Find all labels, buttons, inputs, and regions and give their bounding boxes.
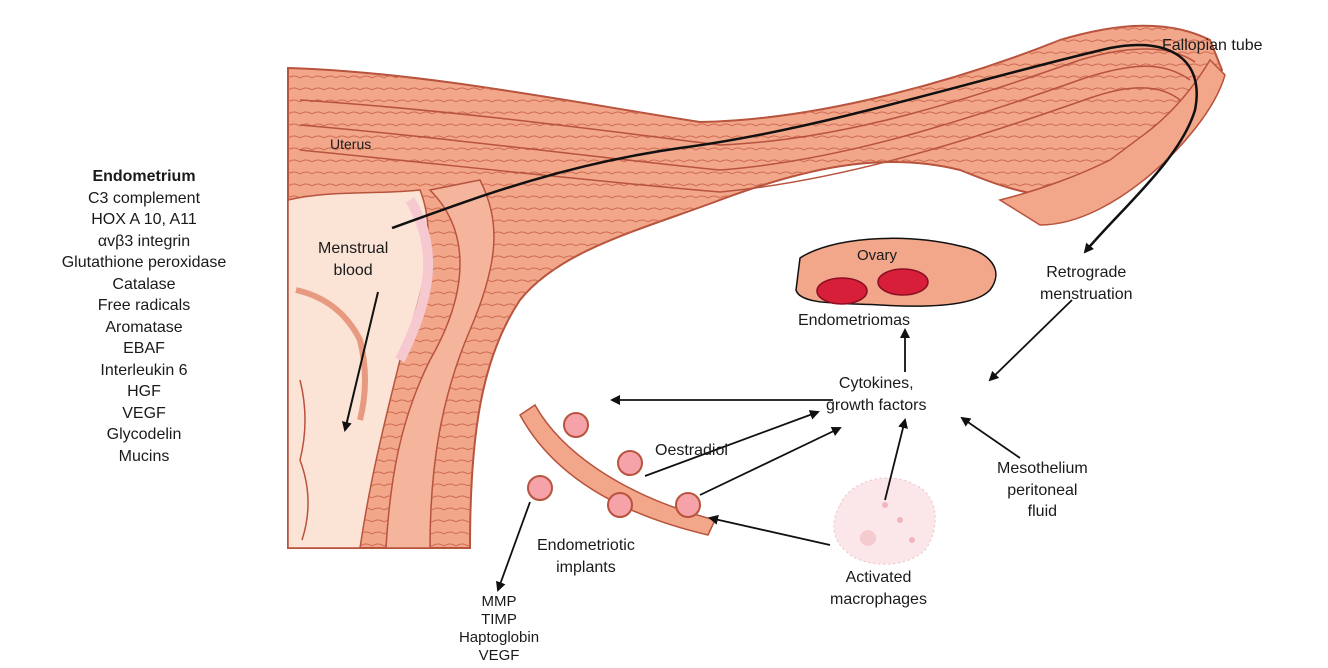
list-item: Glycodelin [8,424,280,446]
fallopian-tube-label: Fallopian tube [1162,36,1263,56]
implant-cell [676,493,700,517]
list-item: TIMP [424,611,574,629]
endometrioma-cyst [817,278,867,304]
retrograde-menstruation-label: Retrograde menstruation [1040,262,1133,305]
implant-cell [528,476,552,500]
endometriomas-label: Endometriomas [798,311,910,331]
menstrual-blood-label: Menstrual blood [318,238,388,281]
endometrium-heading: Endometrium [8,166,280,188]
oestradiol-label: Oestradiol [655,441,728,461]
list-item: HGF [8,381,280,403]
activated-macrophages-label: Activated macrophages [830,567,927,610]
list-item: Haptoglobin [424,629,574,647]
ovary-label: Ovary [857,246,897,266]
list-item: Catalase [8,274,280,296]
list-item: Mucins [8,446,280,468]
list-item: EBAF [8,338,280,360]
implant-cell [618,451,642,475]
list-item: Aromatase [8,317,280,339]
list-item: VEGF [8,403,280,425]
endometriotic-implants-label: Endometriotic implants [537,535,635,578]
macrophage [834,478,935,564]
list-item: VEGF [424,647,574,665]
list-item: HOX A 10, A11 [8,209,280,231]
list-item: Glutathione peroxidase [8,252,280,274]
implant-cell [564,413,588,437]
list-item: αvβ3 integrin [8,231,280,253]
endometrium-factor-list: Endometrium C3 complement HOX A 10, A11 … [8,166,280,467]
list-item: Interleukin 6 [8,360,280,382]
cytokines-label: Cytokines, growth factors [826,373,926,416]
implant-cell [608,493,632,517]
implant-products-list: MMP TIMP Haptoglobin VEGF [424,593,574,665]
uterus-label: Uterus [330,134,371,154]
list-item: Free radicals [8,295,280,317]
mesothelium-label: Mesothelium peritoneal fluid [997,458,1088,523]
endometrioma-cyst [878,269,928,295]
list-item: C3 complement [8,188,280,210]
list-item: MMP [424,593,574,611]
